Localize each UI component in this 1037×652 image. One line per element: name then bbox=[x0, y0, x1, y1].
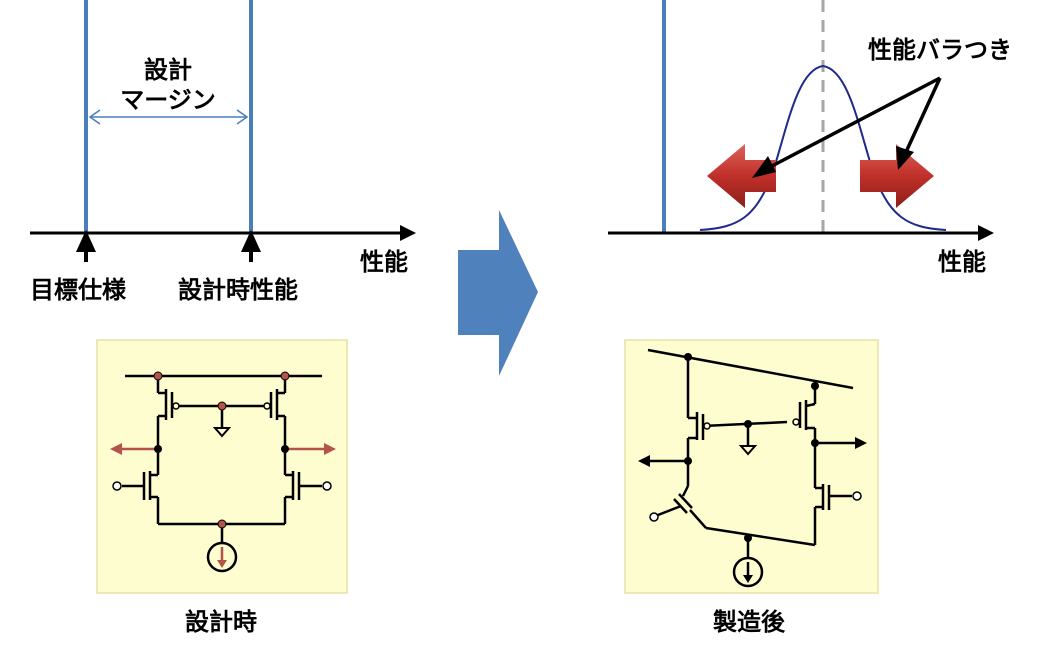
variation-right-arrow bbox=[860, 144, 934, 208]
design-perf-pointer bbox=[241, 230, 261, 252]
left-graph: 設計 マージン 性能 目標仕様 設計時性能 bbox=[30, 0, 416, 304]
right-graph: 性能バラつき 性能 bbox=[608, 0, 1012, 276]
manufactured-circuit-background bbox=[624, 339, 879, 594]
pointer-left-arrowhead bbox=[752, 156, 776, 178]
transition-arrow bbox=[458, 210, 538, 376]
distribution-curve bbox=[699, 64, 947, 231]
variation-left-arrow bbox=[707, 144, 776, 208]
target-spec-pointer bbox=[76, 230, 96, 252]
margin-label-line2: マージン bbox=[120, 86, 216, 114]
margin-label-line1: 設計 bbox=[144, 56, 192, 84]
design-circuit-caption: 設計時 bbox=[185, 608, 257, 636]
pointer-right-arrowhead bbox=[896, 146, 914, 170]
target-spec-label: 目標仕様 bbox=[30, 276, 127, 304]
design-circuit bbox=[96, 339, 348, 594]
design-perf-label: 設計時性能 bbox=[178, 276, 298, 304]
left-axis-label: 性能 bbox=[360, 248, 408, 276]
manufactured-circuit bbox=[624, 339, 879, 594]
left-axis bbox=[30, 225, 416, 241]
right-axis bbox=[608, 225, 994, 241]
variation-label: 性能バラつき bbox=[868, 36, 1012, 64]
right-axis-label: 性能 bbox=[938, 248, 986, 276]
margin-arrow bbox=[88, 109, 249, 125]
manufactured-circuit-caption: 製造後 bbox=[713, 608, 786, 636]
